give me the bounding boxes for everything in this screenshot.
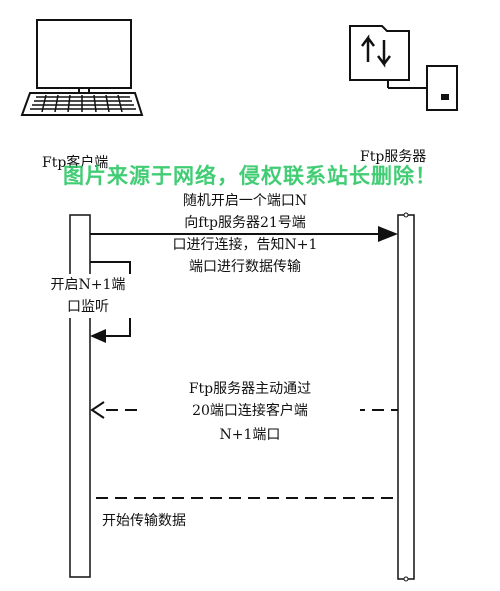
message1-line3: 口进行连接，告知N+1 [172,237,318,253]
client-lifeline [69,214,91,578]
server-label: Ftp服务器 [360,149,427,165]
message2-line1: Ftp服务器主动通过 [188,381,312,397]
message1-line2: 向ftp服务器21号端 [184,215,306,231]
client-computer-icon [20,19,144,116]
server-lifeline [397,214,415,580]
self-message-line1: 开启N+1端 [38,274,138,296]
message1-line1: 随机开启一个端口N [182,193,308,209]
client-label: Ftp客户端 [42,155,109,171]
message1-line4: 端口进行数据传输 [189,259,301,275]
message3-label: 开始传输数据 [102,513,186,529]
message2-line3: N+1端口 [219,427,281,443]
message2-line2: 20端口连接客户端 [140,400,360,422]
server-folder-icon [349,25,458,111]
message-arrow-connect [90,226,398,242]
watermark-text: 图片来源于网络，侵权联系站长删除！ [63,164,437,188]
self-message-line2: 口监听 [38,296,138,318]
